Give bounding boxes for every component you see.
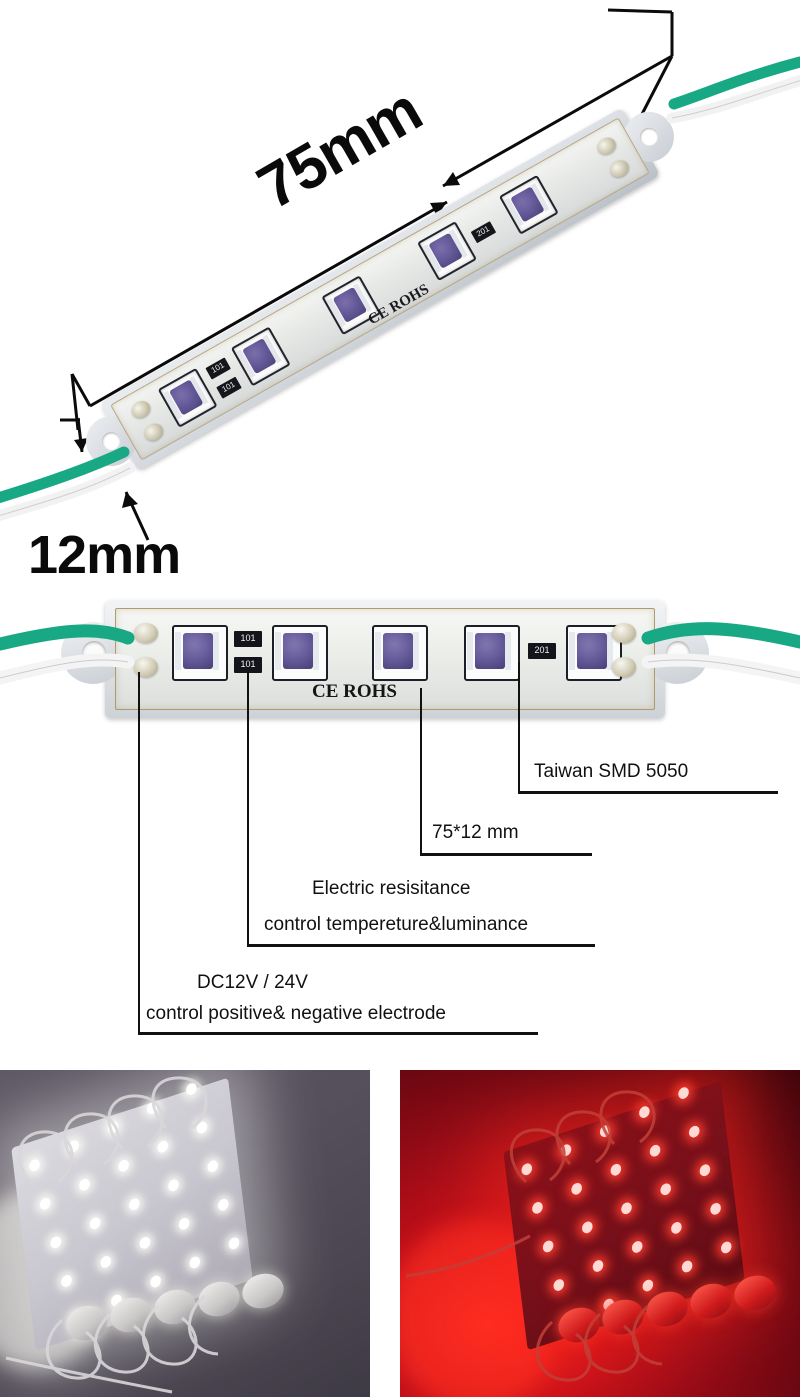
wire-harness-diagonal <box>0 56 800 522</box>
ce-rohs-marking-front: CE ROHS <box>312 681 397 702</box>
smd-led-front-4 <box>464 625 520 681</box>
solder-pad-negative <box>134 623 158 643</box>
red-module-wires <box>405 1090 663 1382</box>
photo-white-lit-modules <box>0 1070 370 1397</box>
wire-harness-front <box>0 622 800 685</box>
solder-pad-out-negative <box>612 623 636 643</box>
top-diagonal-view: 101 101 CE ROHS 201 <box>0 0 800 600</box>
smd-led-front-1 <box>172 625 228 681</box>
leader-line-smd <box>518 662 520 794</box>
smd-led-front-3 <box>372 625 428 681</box>
diagonal-module-assembly: 101 101 CE ROHS 201 <box>0 56 800 522</box>
leader-underline-resistor <box>247 944 595 947</box>
resistor-front-201: 201 <box>528 643 556 659</box>
solder-pad-positive <box>134 657 158 677</box>
bottom-photo-gallery <box>0 1070 800 1397</box>
callout-label-resistor-line2: control tempereture&luminance <box>264 914 529 935</box>
solder-pad-out-positive <box>612 657 636 677</box>
smd-led-front-2 <box>272 625 328 681</box>
leader-underline-smd <box>518 791 778 794</box>
leader-line-resistor <box>247 672 249 947</box>
callout-label-voltage: DC12V / 24V <box>197 972 308 993</box>
dimension-label-width: 12mm <box>28 525 181 585</box>
resistor-front-101-a: 101 <box>234 631 262 647</box>
callout-label-electrode: control positive& negative electrode <box>146 1003 446 1024</box>
callout-label-resistor-line1: Electric resisitance <box>312 878 471 899</box>
mid-front-view: 101 101 201 CE ROHS <box>0 560 800 1070</box>
dimension-lines-75mm <box>60 8 674 541</box>
leader-underline-electrode <box>138 1032 538 1035</box>
callout-label-smd: Taiwan SMD 5050 <box>534 761 689 782</box>
white-module-wires <box>5 1076 219 1394</box>
pcb-substrate-front: 101 101 201 CE ROHS <box>115 608 655 710</box>
callout-label-size: 75*12 mm <box>432 822 519 843</box>
leader-line-size <box>420 688 422 856</box>
leader-underline-size <box>420 853 592 856</box>
leader-line-electrode <box>138 672 140 1035</box>
photo-red-lit-modules <box>400 1070 800 1397</box>
resistor-front-101-b: 101 <box>234 657 262 673</box>
led-module-board-front: 101 101 201 CE ROHS <box>61 600 709 718</box>
